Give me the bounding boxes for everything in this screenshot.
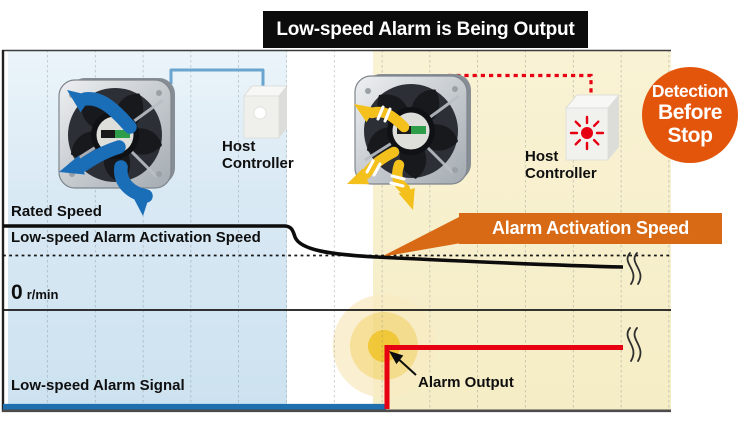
alarm-signal-wire — [448, 73, 593, 100]
zero-unit: r/min — [26, 287, 59, 302]
alarm-signal-label: Low-speed Alarm Signal — [11, 377, 185, 394]
badge-line-3: Stop — [667, 124, 713, 147]
zero-value: 0 — [11, 281, 23, 304]
break-mark-icons — [626, 252, 642, 362]
badge-line-1: Detection — [651, 81, 729, 101]
alarm-output-arrow-icon — [389, 351, 417, 376]
badge-line-2: Before — [657, 101, 723, 124]
alarm-host-controller-label: Host Controller — [525, 148, 597, 182]
detection-before-stop-badge: Detection Before Stop — [642, 67, 738, 163]
zero-rpm-label: 0 r/min — [11, 281, 58, 305]
airflow-arrows-normal-icon — [56, 81, 153, 217]
alarm-led-icon — [569, 115, 605, 151]
alarm-activation-speed-callout: Alarm Activation Speed — [459, 213, 722, 244]
normal-signal-wire — [169, 68, 265, 92]
rated-speed-label: Rated Speed — [11, 203, 102, 220]
host-controller-icon — [243, 85, 288, 139]
indicator-hole-icon — [253, 106, 267, 120]
title-banner: Low-speed Alarm is Being Output — [263, 11, 588, 48]
activation-speed-label: Low-speed Alarm Activation Speed — [11, 229, 261, 246]
airflow-arrows-slow-icon — [343, 96, 422, 213]
slow-speed-marks — [365, 105, 406, 188]
callout-tail — [381, 216, 461, 257]
alarm-output-label: Alarm Output — [418, 374, 514, 391]
alarm-signal-high-line — [384, 345, 623, 409]
fan-speed-curve — [3, 224, 624, 269]
alarm-host-controller-icon — [565, 94, 620, 161]
host-controller-label: Host Controller — [222, 138, 294, 172]
